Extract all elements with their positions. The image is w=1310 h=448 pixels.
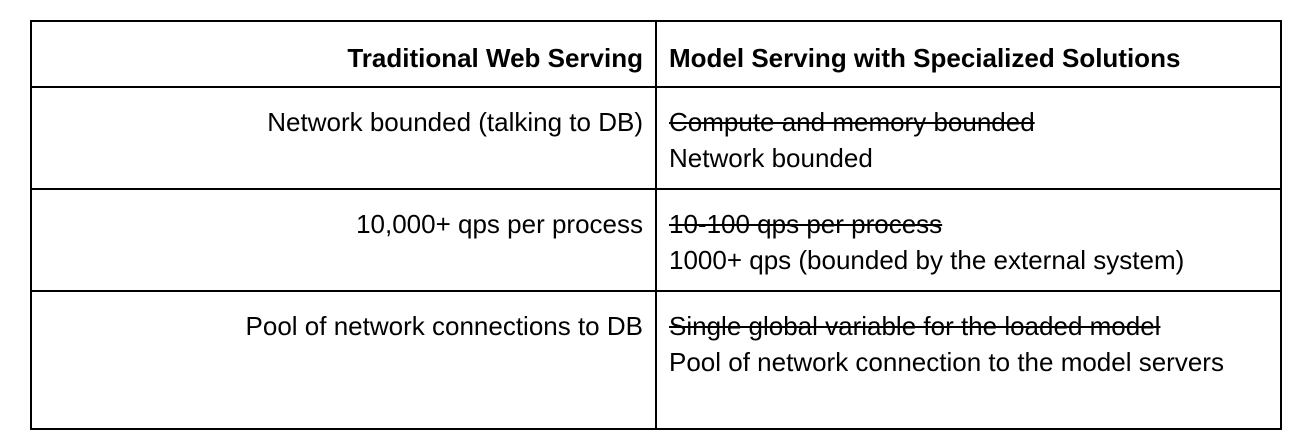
traditional-cell: 10,000+ qps per process [30, 188, 657, 292]
traditional-cell: Network bounded (talking to DB) [30, 86, 657, 190]
header-model-serving: Model Serving with Specialized Solutions [655, 20, 1282, 88]
struck-text: 10-100 qps per process [669, 209, 943, 239]
traditional-cell: Pool of network connections to DB [30, 290, 657, 430]
model-serving-cell: Compute and memory bounded Network bound… [655, 86, 1282, 190]
replacement-text: 1000+ qps (bounded by the external syste… [669, 245, 1185, 275]
comparison-table: Traditional Web Serving Model Serving wi… [30, 20, 1282, 430]
table-row: Network bounded (talking to DB) Compute … [30, 86, 1282, 190]
model-serving-cell: 10-100 qps per process 1000+ qps (bounde… [655, 188, 1282, 292]
struck-text: Compute and memory bounded [669, 107, 1035, 137]
table-row: 10,000+ qps per process 10-100 qps per p… [30, 188, 1282, 292]
header-traditional-web-serving: Traditional Web Serving [30, 20, 657, 88]
replacement-text: Pool of network connection to the model … [669, 347, 1224, 377]
replacement-text: Network bounded [669, 143, 873, 173]
header-row: Traditional Web Serving Model Serving wi… [30, 20, 1282, 88]
table-row: Pool of network connections to DB Single… [30, 290, 1282, 430]
struck-text: Single global variable for the loaded mo… [669, 311, 1161, 341]
model-serving-cell: Single global variable for the loaded mo… [655, 290, 1282, 430]
